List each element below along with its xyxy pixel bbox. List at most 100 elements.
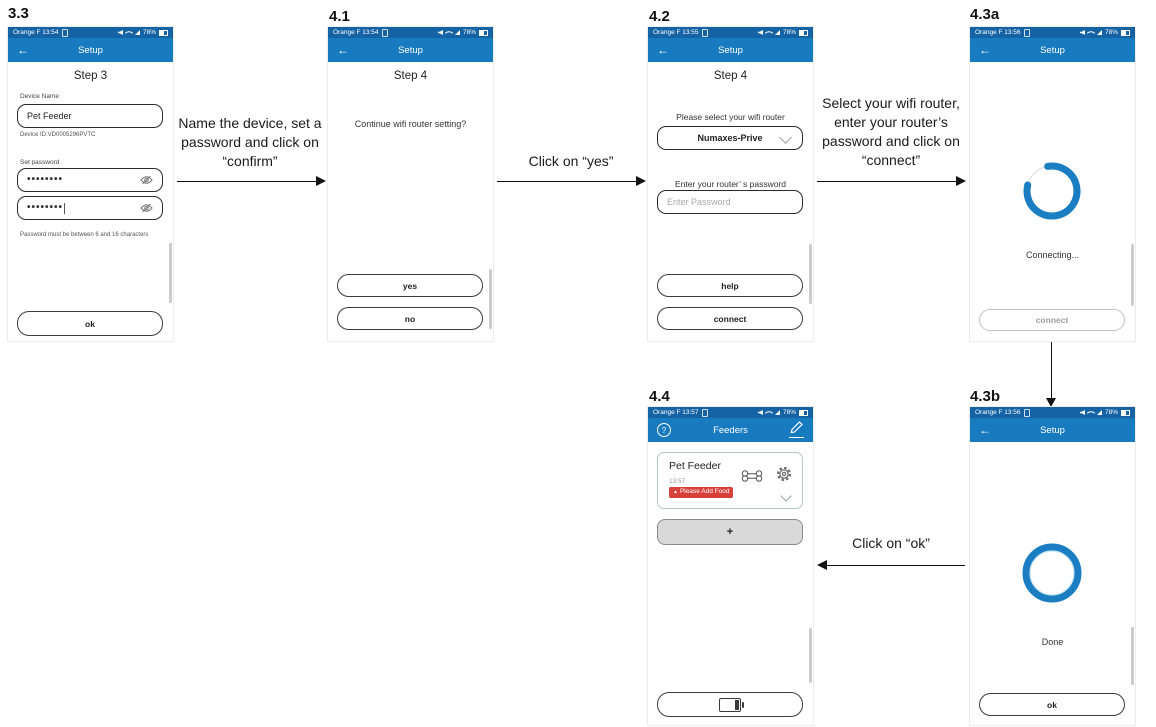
connect-button[interactable]: connect bbox=[979, 309, 1125, 331]
device-id-text: Device ID:VD0005296PVTC bbox=[20, 132, 96, 138]
step-title: Step 4 bbox=[393, 70, 428, 82]
chevron-down-icon[interactable] bbox=[780, 490, 792, 502]
settings-gear-icon[interactable] bbox=[776, 466, 792, 487]
router-password-input[interactable]: Enter Password bbox=[657, 190, 803, 214]
step-title: Step 4 bbox=[713, 70, 748, 82]
alert-text: Please Add Food bbox=[679, 488, 730, 495]
app-bar: ← Setup bbox=[970, 38, 1135, 62]
feeder-time: 13:57 bbox=[669, 478, 686, 485]
ok-button[interactable]: ok bbox=[17, 311, 163, 336]
router-dropdown[interactable]: Numaxes-Prive bbox=[657, 126, 803, 150]
screen-4-3a: Orange F 13:56 78% ← Setup Connecting...… bbox=[970, 27, 1135, 341]
battery-icon bbox=[799, 29, 808, 36]
back-icon[interactable]: ← bbox=[979, 43, 991, 57]
arrow-line bbox=[497, 181, 636, 182]
done-ring bbox=[1020, 541, 1084, 610]
wifi-icon bbox=[1086, 408, 1096, 417]
battery-status-button[interactable] bbox=[657, 692, 803, 717]
battery-percent: 78% bbox=[1104, 29, 1118, 36]
status-bar: Orange F 13:54 78% bbox=[8, 27, 173, 38]
instruction-4-1-to-4-2: Click on “yes” bbox=[528, 153, 614, 169]
battery-percent: 78% bbox=[1104, 409, 1118, 416]
carrier-time: Orange F 13:54 bbox=[333, 29, 379, 36]
back-icon[interactable]: ← bbox=[657, 43, 669, 57]
mute-icon bbox=[1079, 30, 1085, 35]
back-icon[interactable]: ← bbox=[979, 423, 991, 437]
app-title: Setup bbox=[718, 44, 743, 56]
progress-text: Connecting... bbox=[1025, 250, 1080, 260]
alert-badge: ▲ Please Add Food bbox=[669, 487, 734, 498]
screen-4-1: Orange F 13:54 78% ← Setup Step 4 Contin… bbox=[328, 27, 493, 341]
edit-icon[interactable] bbox=[789, 421, 804, 438]
scrollbar[interactable] bbox=[809, 244, 812, 304]
feeder-card[interactable]: Pet Feeder 13:57 ▲ Please Add Food bbox=[657, 452, 803, 509]
help-button[interactable]: help bbox=[657, 274, 803, 297]
figure-label-4-3a: 4.3a bbox=[970, 6, 1000, 23]
eye-off-icon[interactable] bbox=[140, 203, 153, 213]
device-name-input[interactable]: Pet Feeder bbox=[17, 104, 163, 128]
ok-button[interactable]: ok bbox=[979, 693, 1125, 716]
carrier-time: Orange F 13:55 bbox=[653, 29, 699, 36]
screen-4-3b: Orange F 13:56 78% ← Setup Done ok bbox=[970, 407, 1135, 725]
mute-icon bbox=[437, 30, 443, 35]
battery-percent: 78% bbox=[782, 29, 796, 36]
scrollbar[interactable] bbox=[489, 269, 492, 329]
mute-icon bbox=[757, 410, 763, 415]
password-input[interactable]: •••••••• bbox=[17, 168, 163, 192]
status-bar: Orange F 13:57 78% bbox=[648, 407, 813, 418]
arrow-head-right bbox=[316, 176, 326, 186]
loading-spinner bbox=[1020, 159, 1084, 228]
signal-icon bbox=[1096, 410, 1102, 415]
warning-icon: ▲ bbox=[673, 488, 678, 495]
vibrate-icon bbox=[1023, 28, 1030, 37]
app-bar: ← Setup bbox=[970, 418, 1135, 442]
set-password-label: Set password bbox=[20, 159, 60, 166]
scrollbar[interactable] bbox=[169, 243, 172, 303]
screen-4-4: Orange F 13:57 78% ? Feeders Pet Feeder … bbox=[648, 407, 813, 725]
back-icon[interactable]: ← bbox=[337, 43, 349, 57]
arrow-head-right bbox=[636, 176, 646, 186]
battery-icon bbox=[1121, 29, 1130, 36]
scrollbar[interactable] bbox=[809, 628, 812, 683]
wifi-icon bbox=[444, 28, 454, 37]
wifi-icon bbox=[764, 408, 774, 417]
help-icon[interactable]: ? bbox=[657, 423, 671, 437]
battery-percent: 78% bbox=[142, 29, 156, 36]
arrow-head-right bbox=[956, 176, 966, 186]
no-button[interactable]: no bbox=[337, 307, 483, 330]
app-title: Setup bbox=[398, 44, 423, 56]
vibrate-icon bbox=[1023, 408, 1030, 417]
back-icon[interactable]: ← bbox=[17, 43, 29, 57]
confirm-password-input[interactable]: •••••••• bbox=[17, 196, 163, 220]
battery-percent: 78% bbox=[782, 409, 796, 416]
wifi-icon bbox=[764, 28, 774, 37]
battery-icon bbox=[1121, 409, 1130, 416]
text-cursor bbox=[64, 202, 66, 214]
vibrate-icon bbox=[61, 28, 68, 37]
battery-icon bbox=[159, 29, 168, 36]
app-title: Setup bbox=[1040, 424, 1065, 436]
eye-off-icon[interactable] bbox=[140, 175, 153, 185]
scrollbar[interactable] bbox=[1131, 244, 1134, 306]
feeder-name: Pet Feeder bbox=[669, 460, 721, 472]
scrollbar[interactable] bbox=[1131, 627, 1134, 685]
carrier-time: Orange F 13:57 bbox=[653, 409, 699, 416]
device-name-label: Device Name bbox=[20, 93, 60, 100]
signal-icon bbox=[454, 30, 460, 35]
status-bar: Orange F 13:56 78% bbox=[970, 407, 1135, 418]
feed-bone-icon[interactable] bbox=[740, 469, 764, 488]
signal-icon bbox=[1096, 30, 1102, 35]
app-bar: ← Setup bbox=[328, 38, 493, 62]
battery-icon bbox=[719, 697, 744, 712]
carrier-time: Orange F 13:56 bbox=[975, 409, 1021, 416]
connect-button[interactable]: connect bbox=[657, 307, 803, 330]
battery-icon bbox=[479, 29, 488, 36]
app-title: Setup bbox=[1040, 44, 1065, 56]
app-bar: ? Feeders bbox=[648, 418, 813, 442]
status-bar: Orange F 13:56 78% bbox=[970, 27, 1135, 38]
figure-label-4-1: 4.1 bbox=[329, 8, 350, 25]
add-feeder-button[interactable]: + bbox=[657, 519, 803, 545]
yes-button[interactable]: yes bbox=[337, 274, 483, 297]
arrow-line bbox=[1051, 341, 1052, 399]
